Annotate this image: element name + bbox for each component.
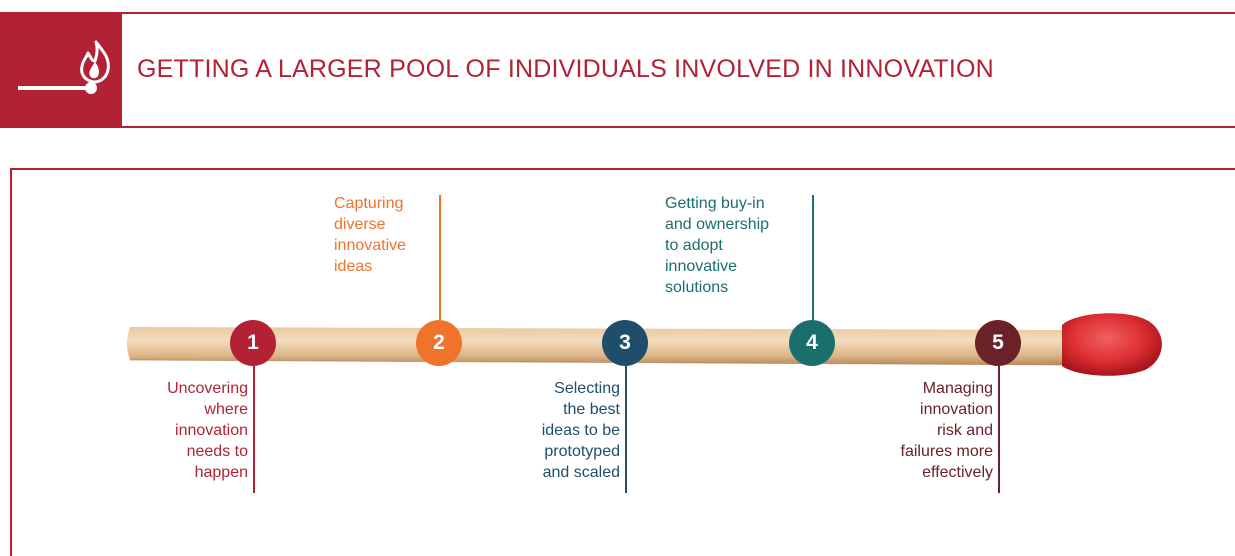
header-top-rule [0, 12, 1235, 14]
step-5-connector [998, 366, 1000, 493]
step-number-4: 4 [789, 320, 835, 366]
page-title: GETTING A LARGER POOL OF INDIVIDUALS INV… [137, 55, 994, 83]
step-number-1: 1 [230, 320, 276, 366]
step-1-connector [253, 366, 255, 493]
burning-match-icon [18, 40, 110, 94]
diagram-frame [10, 168, 1235, 556]
step-2-connector [439, 195, 441, 320]
step-number-2: 2 [416, 320, 462, 366]
step-3-connector [625, 366, 627, 493]
step-number-5: 5 [975, 320, 1021, 366]
step-number-3: 3 [602, 320, 648, 366]
step-4-connector [812, 195, 814, 320]
header-bottom-rule [0, 126, 1235, 128]
header-icon-block [0, 12, 122, 128]
